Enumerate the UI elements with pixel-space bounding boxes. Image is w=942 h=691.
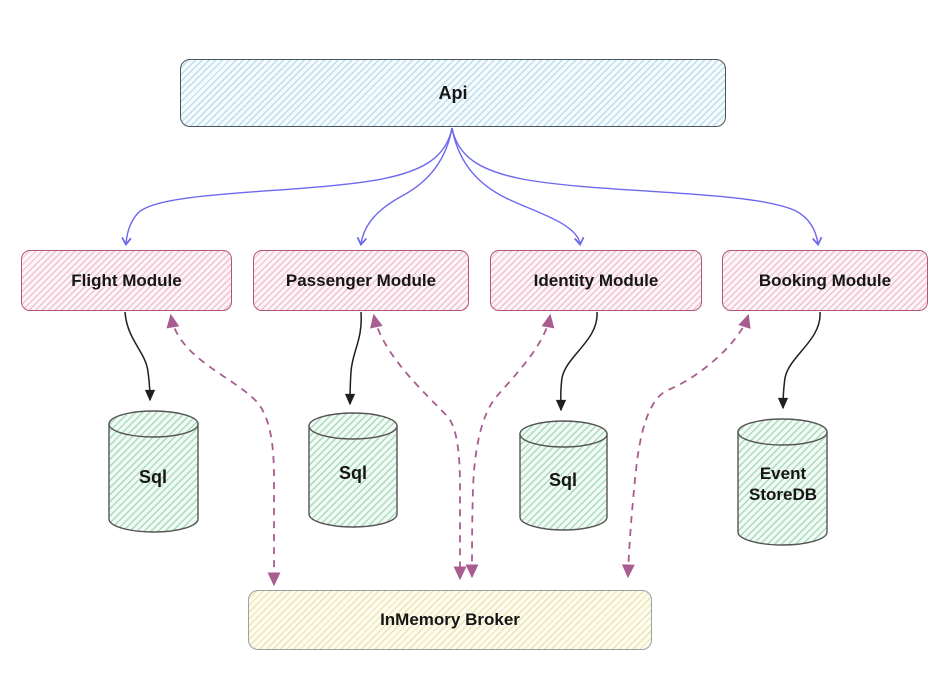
flight-broker-dashed-arrow [166,313,281,587]
identity-module-label: Identity Module [533,270,659,290]
booking-module-label: Booking Module [758,270,892,290]
module-node-flight: Flight Module [21,250,232,311]
api-to-booking-arrow [451,127,823,247]
api-label: Api [438,82,468,103]
sql-label-1: Sql [138,467,167,487]
module-node-booking: Booking Module [722,250,928,311]
flight-module-label: Flight Module [71,270,182,290]
broker-node: InMemory Broker [248,590,652,650]
database-cylinder-sql-1 [108,410,199,533]
passenger-module-label: Passenger Module [285,270,437,290]
eventstore-label: Event StoreDB [748,464,817,504]
api-node: Api [180,59,726,127]
identity-to-sql-arrow [555,311,598,412]
module-node-identity: Identity Module [490,250,702,311]
sql-label-3: Sql [548,470,577,490]
flight-to-sql-arrow [124,311,156,402]
identity-broker-dashed-arrow [465,313,555,579]
database-cylinder-eventstore [737,418,828,546]
api-to-flight-arrow [121,127,453,247]
booking-broker-dashed-arrow [621,313,751,579]
sql-label-2: Sql [338,463,367,483]
database-cylinder-sql-2 [308,412,398,528]
passenger-broker-dashed-arrow [370,313,467,581]
booking-to-eventstore-arrow [777,311,821,410]
database-cylinder-sql-3 [519,420,608,531]
api-to-passenger-arrow [356,127,453,247]
api-to-identity-arrow [451,127,585,247]
broker-label: InMemory Broker [380,610,520,629]
passenger-to-sql-arrow [344,311,362,406]
module-node-passenger: Passenger Module [253,250,469,311]
